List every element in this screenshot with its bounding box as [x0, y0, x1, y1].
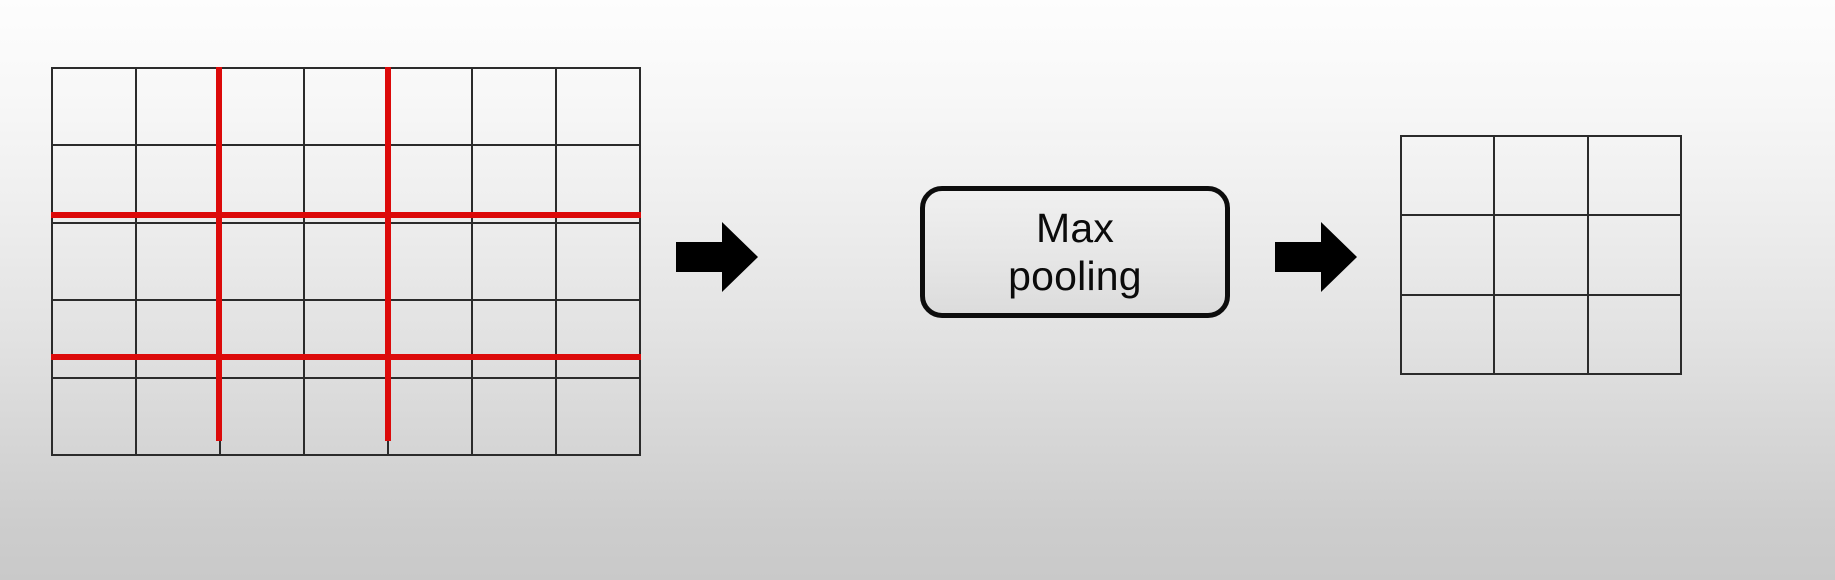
grid-cell: [473, 146, 557, 224]
input-grid-cells: [51, 67, 641, 456]
grid-cell: [1495, 216, 1589, 296]
max-pooling-label-line-1: Max: [1035, 204, 1115, 251]
arrow-pooling-to-output: [1275, 222, 1357, 292]
grid-cell: [1588, 216, 1682, 296]
grid-cell: [221, 69, 305, 147]
pooling-window-line-horizontal-1: [51, 212, 641, 218]
grid-cell: [389, 223, 473, 302]
max-pooling-label-line-2: pooling: [1008, 253, 1142, 299]
grid-cell: [221, 378, 305, 456]
grid-cell: [305, 378, 389, 456]
output-grid-cells: [1400, 135, 1682, 375]
grid-cell: [305, 69, 389, 147]
grid-cell: [473, 69, 557, 147]
grid-cell: [305, 223, 389, 302]
grid-cell: [557, 146, 641, 224]
pooling-window-line-vertical-2: [385, 67, 391, 441]
grid-cell: [1402, 137, 1496, 217]
max-pooling-box[interactable]: Max pooling: [920, 186, 1230, 318]
grid-cell: [53, 378, 137, 456]
grid-cell: [137, 301, 221, 379]
grid-cell: [557, 223, 641, 302]
grid-cell: [53, 223, 137, 302]
grid-cell: [557, 69, 641, 147]
grid-cell: [137, 69, 221, 147]
grid-cell: [557, 378, 641, 456]
grid-cell: [1588, 137, 1682, 217]
arrow-input-to-pooling: [676, 222, 758, 292]
grid-cell: [53, 146, 137, 224]
grid-cell: [1402, 216, 1496, 296]
grid-cell: [389, 146, 473, 224]
grid-cell: [305, 301, 389, 379]
grid-cell: [389, 378, 473, 456]
grid-cell: [137, 223, 221, 302]
input-feature-map: [51, 67, 641, 456]
grid-cell: [389, 301, 473, 379]
pooling-window-line-horizontal-2: [51, 354, 641, 360]
grid-cell: [1588, 295, 1682, 375]
output-feature-map: [1400, 135, 1682, 375]
pooling-window-line-vertical-1: [216, 67, 222, 441]
grid-cell: [557, 301, 641, 379]
grid-cell: [137, 378, 221, 456]
grid-cell: [473, 301, 557, 379]
grid-cell: [389, 69, 473, 147]
grid-cell: [473, 378, 557, 456]
grid-cell: [53, 301, 137, 379]
grid-cell: [473, 223, 557, 302]
grid-cell: [221, 223, 305, 302]
grid-cell: [221, 146, 305, 224]
grid-cell: [1495, 295, 1589, 375]
grid-cell: [221, 301, 305, 379]
grid-cell: [53, 69, 137, 147]
grid-cell: [1495, 137, 1589, 217]
grid-cell: [1402, 295, 1496, 375]
